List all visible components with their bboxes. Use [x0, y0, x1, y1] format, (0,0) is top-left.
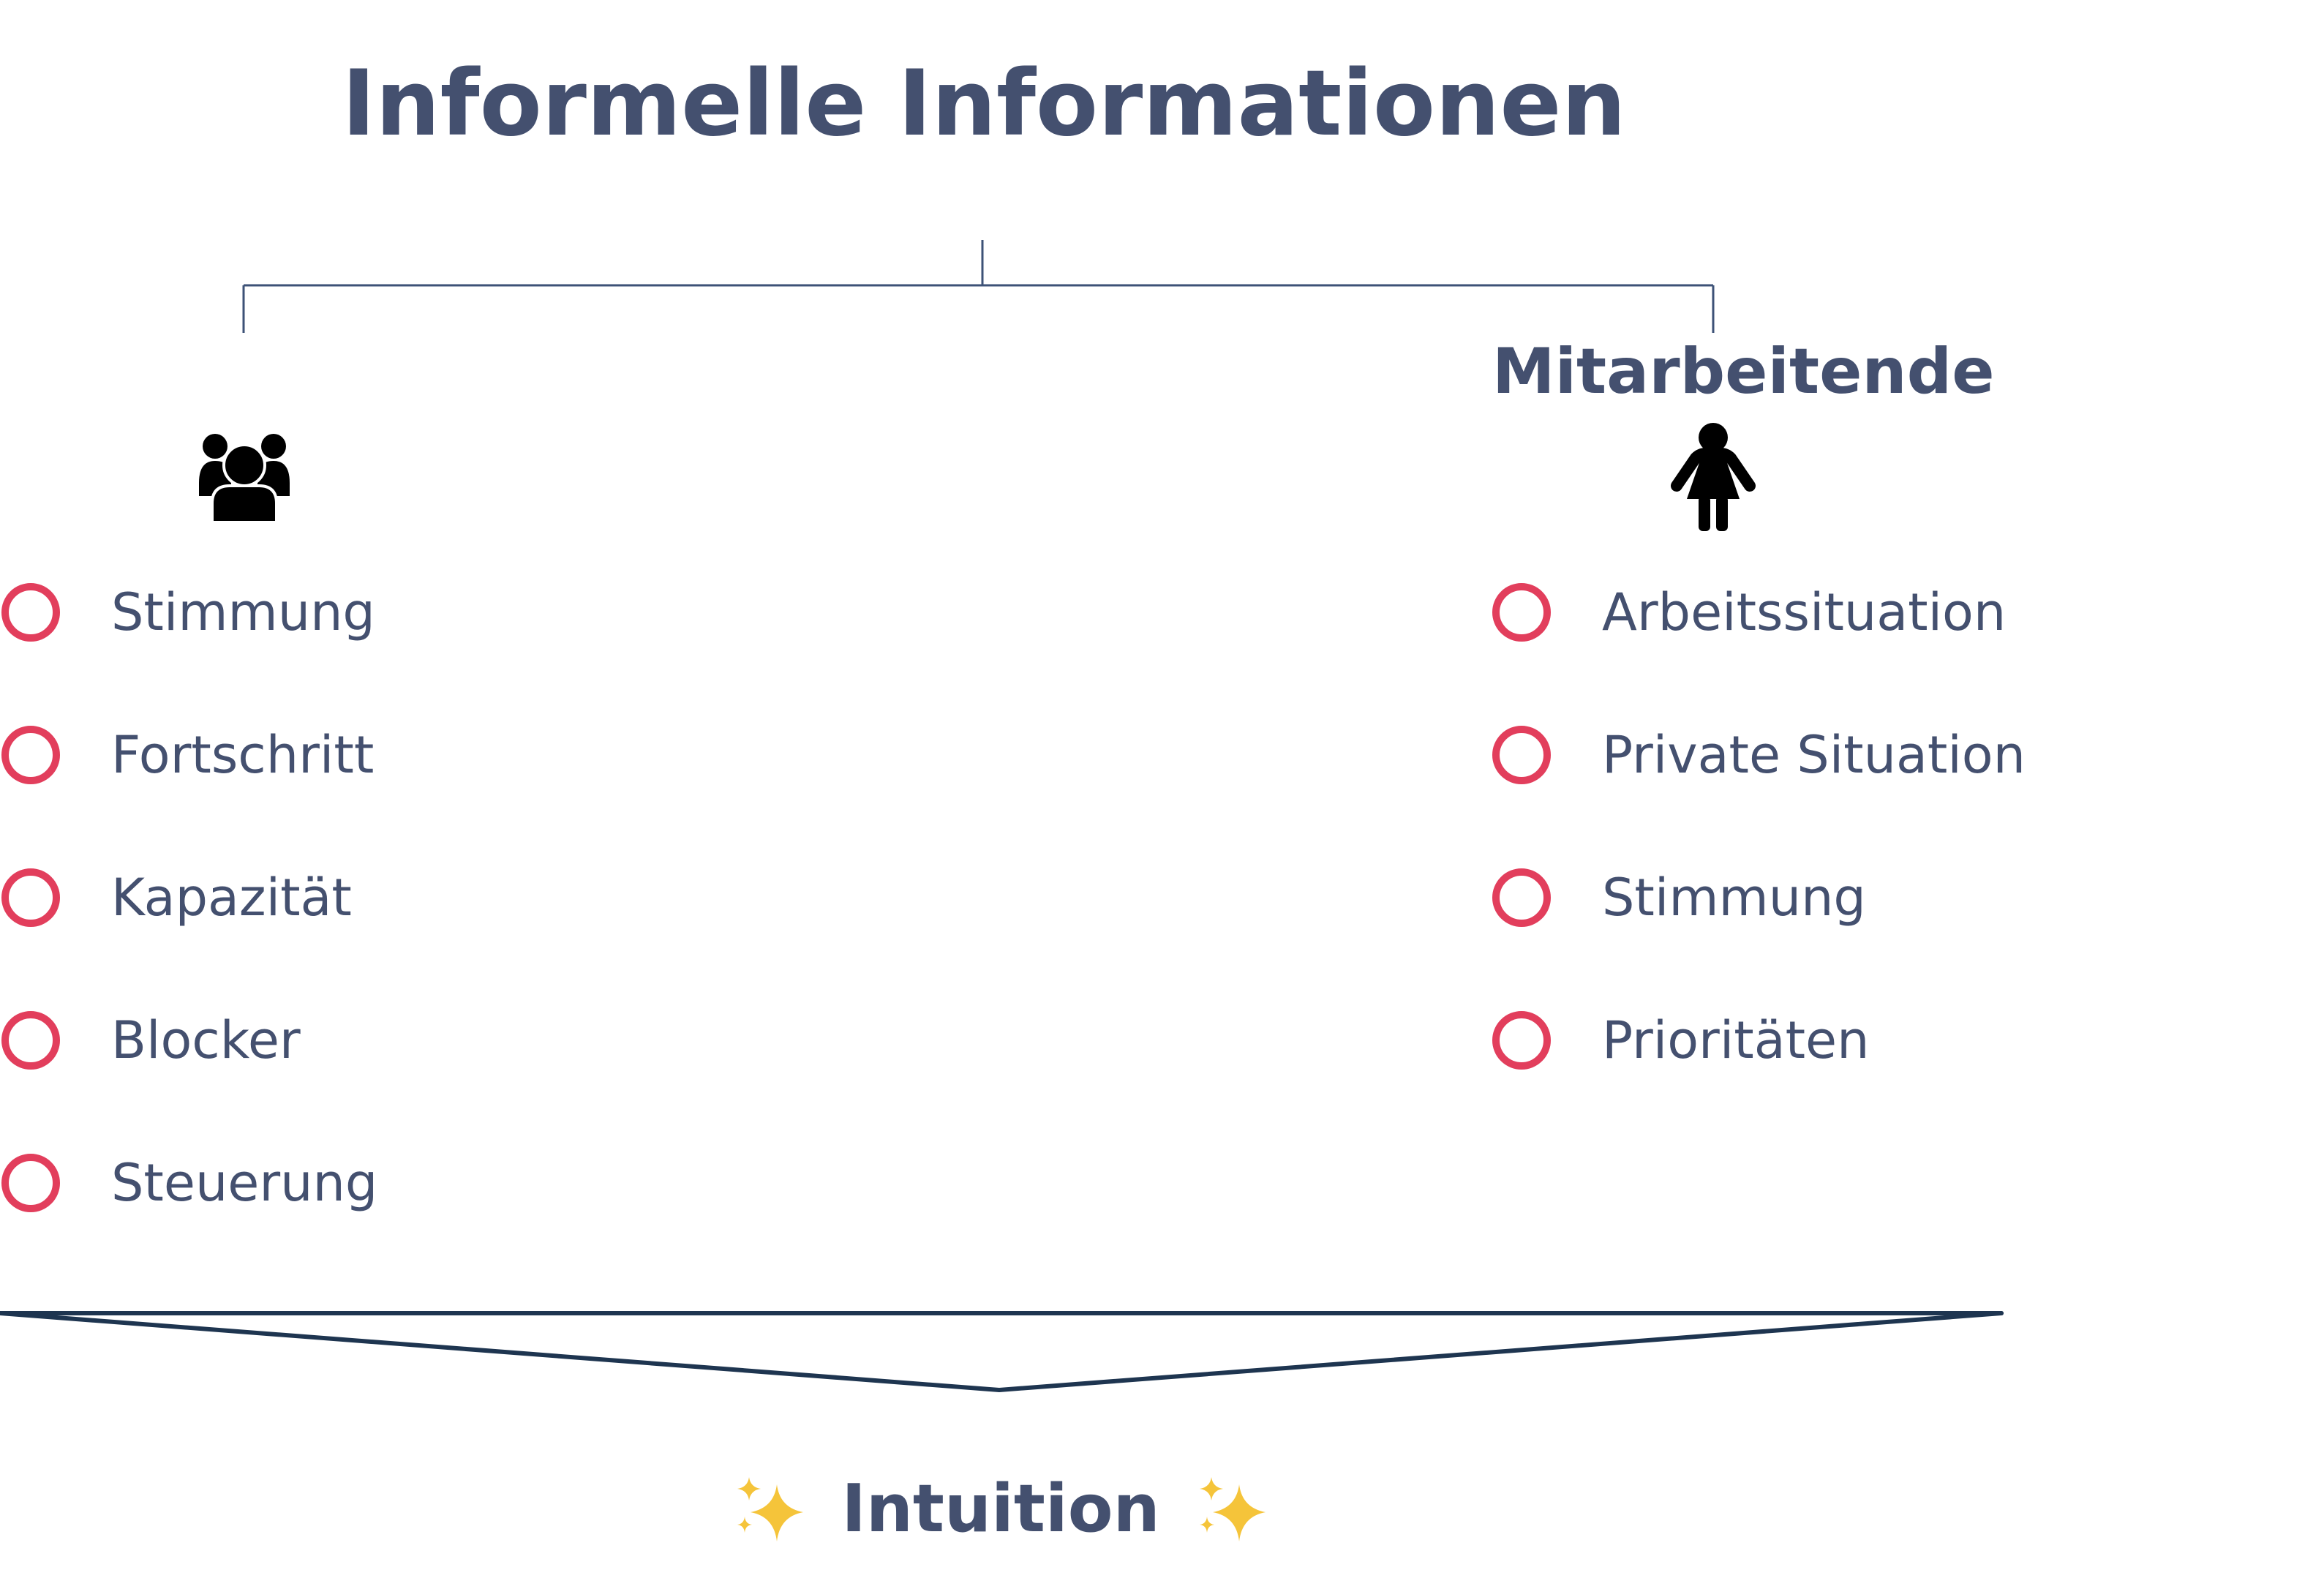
- list-item: Stimmung: [1, 572, 375, 653]
- circle-icon: [1, 726, 60, 784]
- list-item: Prioritäten: [1492, 1000, 1869, 1081]
- list-item-label: Prioritäten: [1602, 1010, 1870, 1070]
- list-item-label: Arbeitssituation: [1602, 582, 2007, 642]
- woman-icon: [1671, 423, 1756, 531]
- right-heading: Mitarbeitende: [1492, 335, 1995, 408]
- sparkles-icon: [737, 1476, 804, 1541]
- list-item: Fortschritt: [1, 715, 374, 795]
- result-row: Intuition: [0, 1470, 2001, 1547]
- circle-icon: [1492, 1011, 1551, 1070]
- circle-icon: [1, 1011, 60, 1070]
- list-item-label: Fortschritt: [111, 725, 375, 785]
- circle-icon: [1492, 583, 1551, 642]
- list-item-label: Kapazität: [111, 868, 352, 928]
- list-item: Steuerung: [1, 1143, 377, 1223]
- result-label: Intuition: [841, 1470, 1160, 1547]
- circle-icon: [1, 583, 60, 642]
- group-icon: [199, 434, 290, 522]
- list-item-label: Stimmung: [111, 582, 375, 642]
- funnel-arrow: [0, 1311, 2004, 1392]
- circle-icon: [1492, 726, 1551, 784]
- list-item: Blocker: [1, 1000, 301, 1081]
- list-item: Stimmung: [1492, 857, 1866, 938]
- list-item: Private Situation: [1492, 715, 2026, 795]
- circle-icon: [1, 868, 60, 927]
- list-item-label: Steuerung: [111, 1153, 378, 1213]
- page-title: Informelle Informationen: [342, 51, 1626, 157]
- list-item: Arbeitssituation: [1492, 572, 2006, 653]
- circle-icon: [1, 1154, 60, 1212]
- list-item-label: Blocker: [111, 1010, 301, 1070]
- list-item-label: Private Situation: [1602, 725, 2026, 785]
- circle-icon: [1492, 868, 1551, 927]
- list-item: Kapazität: [1, 857, 352, 938]
- list-item-label: Stimmung: [1602, 868, 1866, 928]
- sparkles-icon: [1199, 1476, 1266, 1541]
